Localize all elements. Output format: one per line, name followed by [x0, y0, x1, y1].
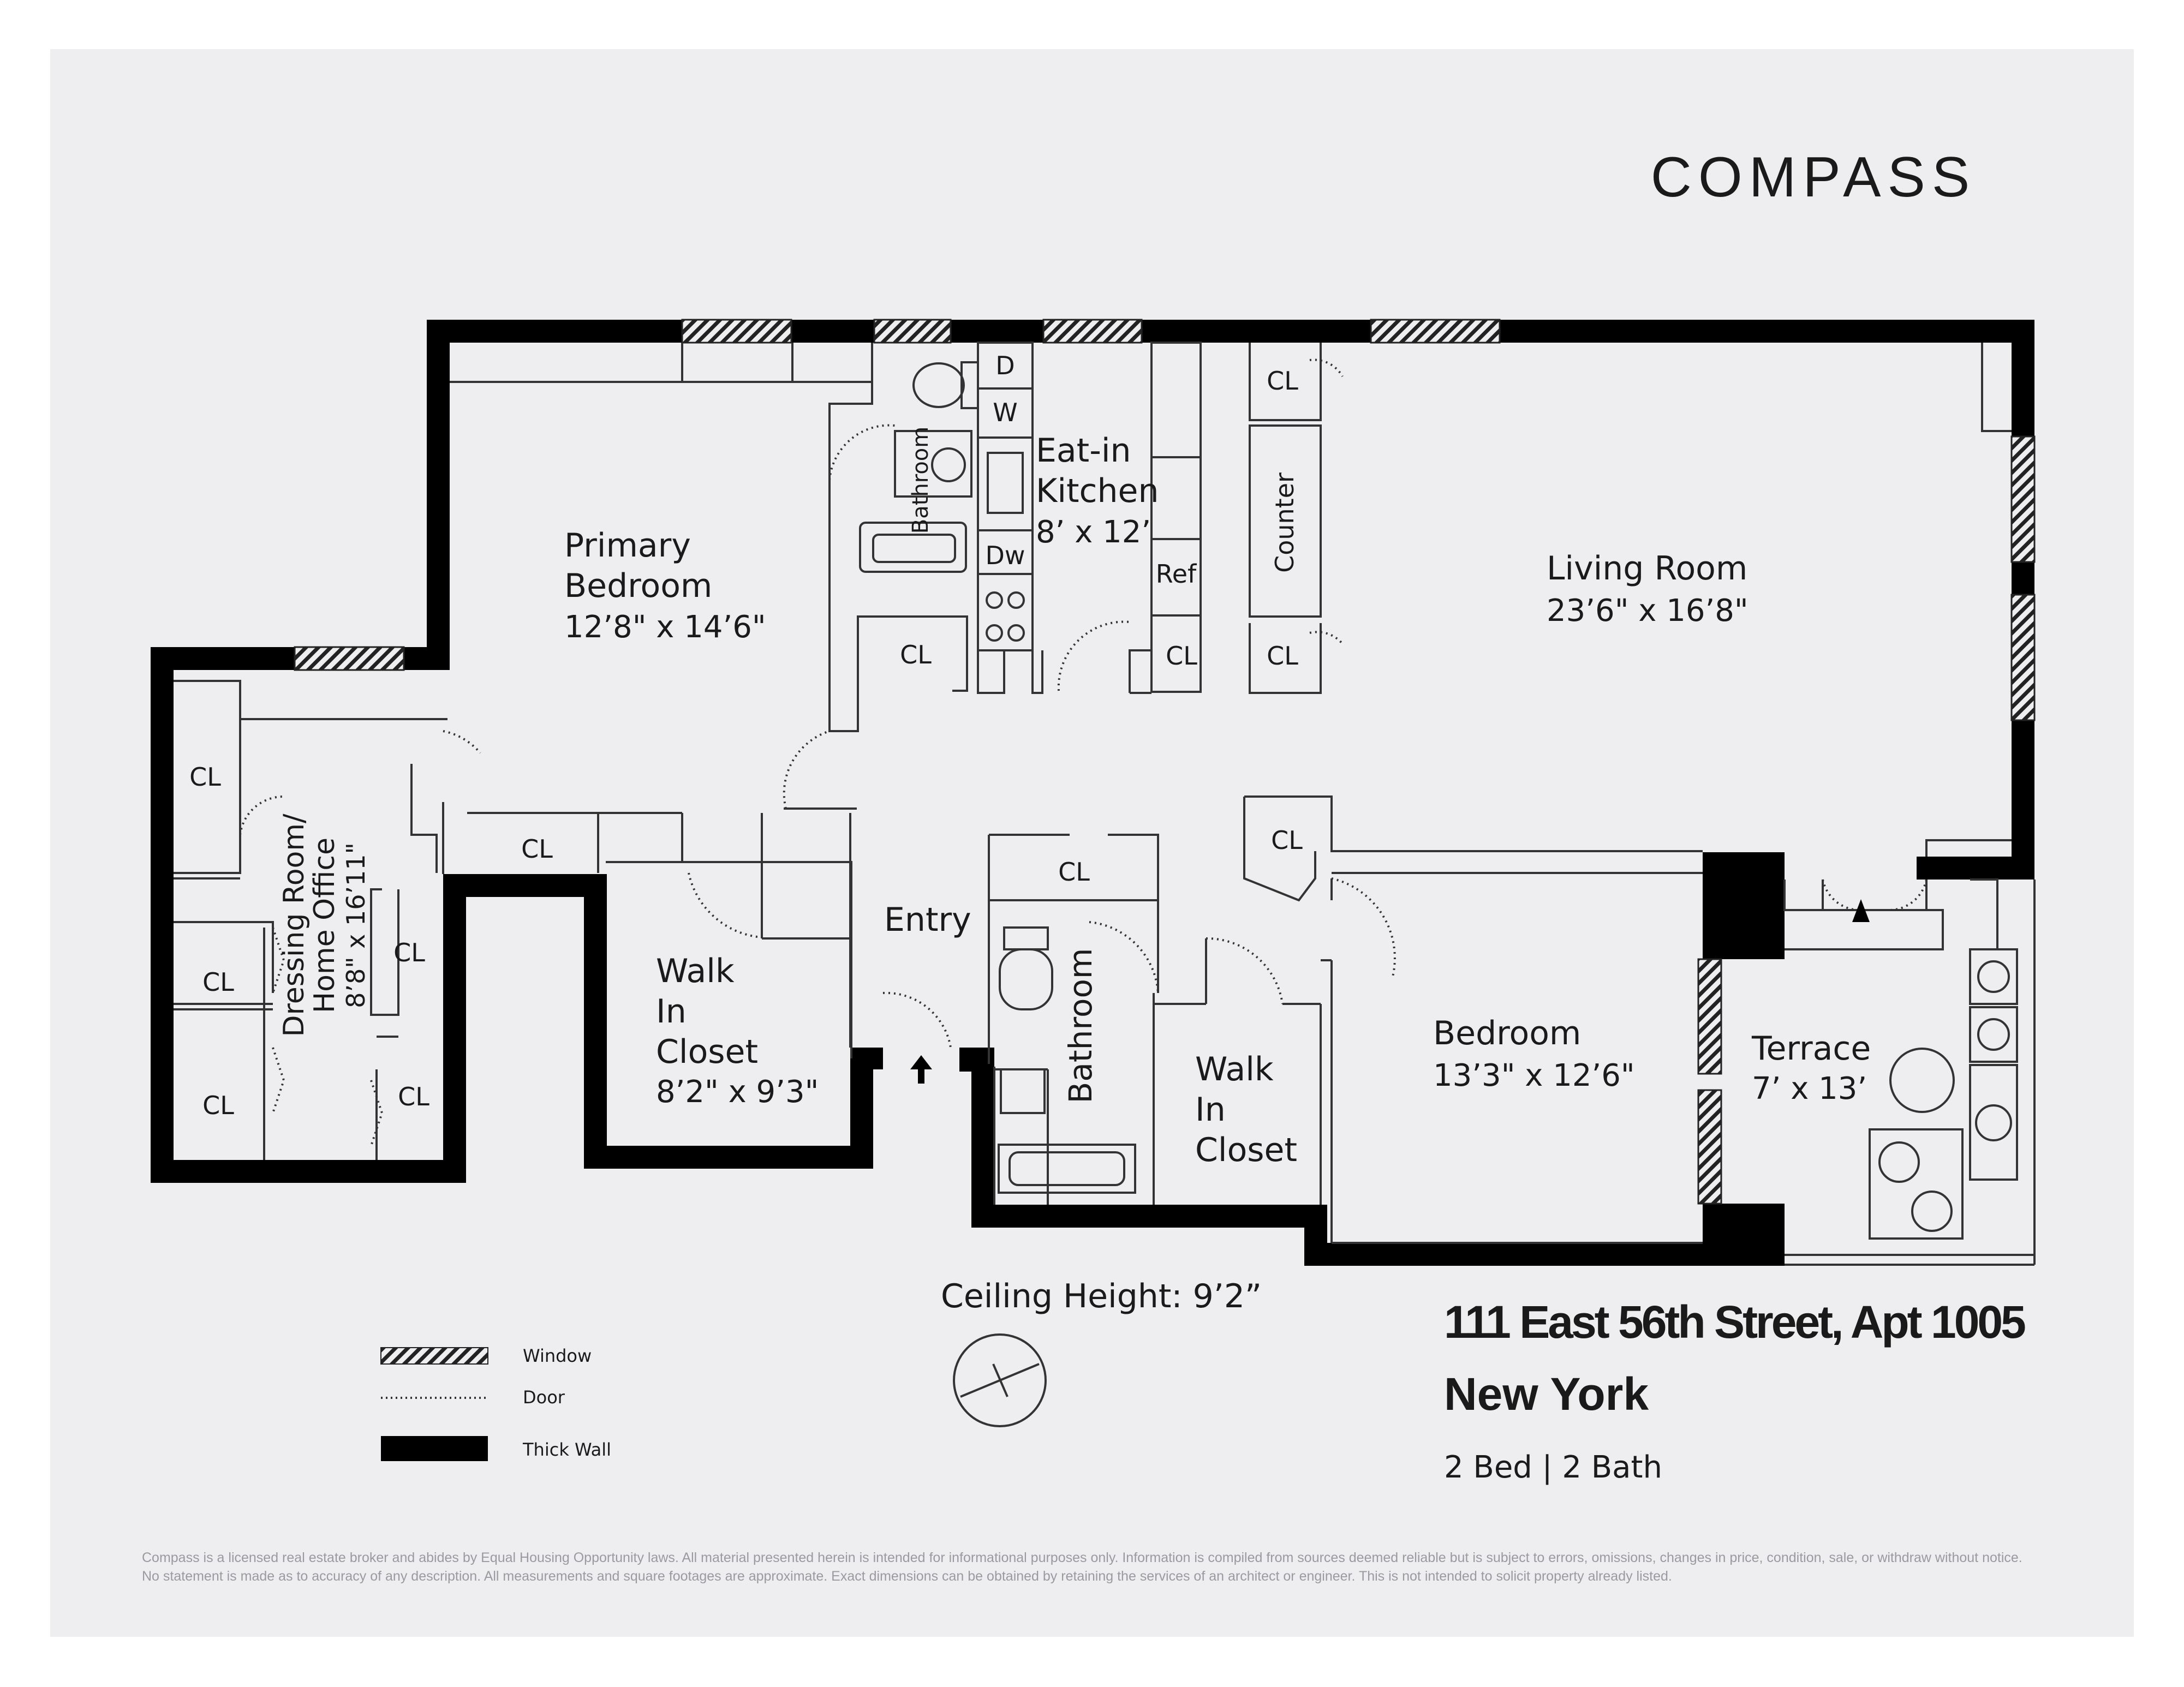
- windows: [294, 319, 2036, 1205]
- dishwasher-label: Dw: [985, 541, 1025, 570]
- legend: Window Door Thick Wall: [380, 1345, 611, 1461]
- dressing-room-dims: 8’8" x 16’11": [341, 842, 371, 1008]
- primary-bedroom-dims: 12’8" x 14’6": [564, 609, 766, 645]
- bathroom-1-label: Bathroom: [908, 427, 933, 534]
- walk-in-closet-1-label: Walk: [656, 952, 735, 990]
- north-compass-icon: [953, 1333, 1047, 1427]
- kitchen-label: Eat-in: [1036, 432, 1131, 470]
- entry-arrows: [910, 899, 1870, 1084]
- walk-in-closet-2-label: Walk: [1195, 1050, 1274, 1088]
- closet-label: CL: [1166, 641, 1197, 671]
- terrace-dims: 7’ x 13’: [1752, 1071, 1867, 1106]
- bathroom-2-label: Bathroom: [1062, 948, 1099, 1104]
- living-room-dims: 23’6" x 16’8": [1547, 593, 1749, 629]
- terrace-label: Terrace: [1751, 1030, 1871, 1068]
- primary-bedroom-label-2: Bedroom: [564, 567, 712, 605]
- closet-label: CL: [1267, 366, 1298, 396]
- walk-in-closet-2-label-2: In: [1195, 1091, 1226, 1129]
- brand-logo: COMPASS: [1651, 146, 1976, 209]
- legend-wall-swatch: [381, 1436, 488, 1461]
- listing-city: New York: [1444, 1368, 1649, 1420]
- entry-label: Entry: [884, 901, 971, 939]
- closet-label: CL: [900, 640, 932, 669]
- closet-label: CL: [202, 1091, 234, 1120]
- dressing-room-label-2: Home Office: [308, 837, 341, 1013]
- listing-beds-baths: 2 Bed | 2 Bath: [1444, 1450, 1662, 1485]
- closet-label: CL: [1267, 641, 1298, 671]
- walk-in-closet-1-label-3: Closet: [656, 1033, 758, 1071]
- refrigerator-label: Ref: [1156, 559, 1197, 589]
- living-room-label: Living Room: [1547, 549, 1747, 588]
- closet-label: CL: [393, 938, 425, 967]
- legend-wall-label: Thick Wall: [522, 1439, 611, 1460]
- terrace-planters: [1878, 960, 2012, 1232]
- interior-lines: [174, 342, 2036, 1266]
- walk-in-closet-2-label-3: Closet: [1195, 1131, 1297, 1169]
- washer-label: W: [993, 398, 1017, 427]
- closet-label: CL: [202, 967, 234, 997]
- closet-label: CL: [189, 762, 221, 792]
- counter-label: Counter: [1270, 472, 1299, 573]
- listing-address: 111 East 56th Street, Apt 1005: [1444, 1296, 2025, 1348]
- bedroom-label: Bedroom: [1433, 1014, 1581, 1052]
- legend-door-label: Door: [523, 1387, 565, 1408]
- legend-window-label: Window: [523, 1345, 592, 1366]
- dryer-label: D: [995, 351, 1015, 380]
- closet-label: CL: [521, 834, 553, 864]
- floorplan-panel: [50, 49, 2134, 1637]
- door-swings: [239, 358, 1928, 1146]
- closet-label: CL: [1271, 825, 1303, 855]
- closet-label: CL: [1058, 857, 1090, 887]
- bedroom-dims: 13’3" x 12’6": [1433, 1058, 1635, 1093]
- dressing-room-label: Dressing Room/: [278, 813, 311, 1037]
- kitchen-dims: 8’ x 12’: [1036, 515, 1151, 550]
- kitchen-label-2: Kitchen: [1036, 472, 1159, 510]
- primary-bedroom-label: Primary: [564, 527, 691, 565]
- closet-label: CL: [398, 1082, 429, 1111]
- walk-in-closet-1-dims: 8’2" x 9’3": [656, 1074, 819, 1110]
- legal-disclaimer: Compass is a licensed real estate broker…: [142, 1550, 2022, 1584]
- walk-in-closet-1-label-2: In: [656, 992, 687, 1031]
- legend-window-swatch: [380, 1347, 488, 1365]
- ceiling-height: Ceiling Height: 9’2”: [941, 1277, 1262, 1315]
- closet-labels: CL CL CL CL CL CL CL CL CL CL CL CL: [189, 366, 1303, 1120]
